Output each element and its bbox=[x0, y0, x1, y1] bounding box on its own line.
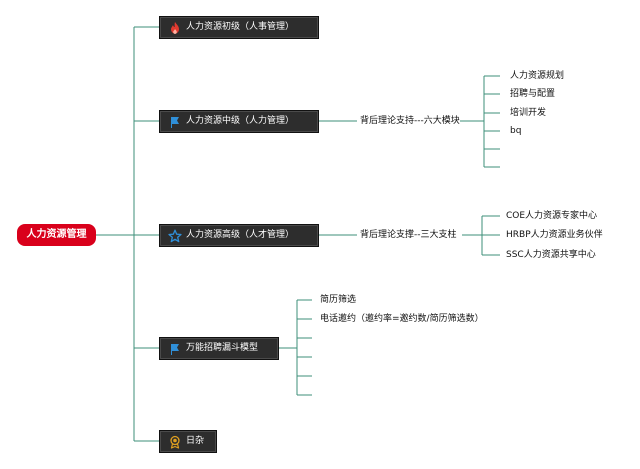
pillar-item[interactable]: HRBP人力资源业务伙伴 bbox=[506, 230, 603, 240]
flag-icon bbox=[171, 344, 179, 355]
branch-label: 人力资源高级（人才管理） bbox=[186, 230, 295, 240]
theory-support-label[interactable]: 背后理论支持---六大模块 bbox=[360, 116, 460, 126]
module-item[interactable]: 培训开发 bbox=[510, 108, 547, 118]
root-node[interactable]: 人力资源管理 bbox=[17, 224, 96, 246]
branch-label: 日杂 bbox=[186, 436, 205, 446]
flag-icon bbox=[171, 117, 179, 128]
branch-node-hr-senior[interactable]: 人力资源高级（人才管理） bbox=[159, 224, 319, 247]
branch-node-hr-intermediate[interactable]: 人力资源中级（人力管理） bbox=[159, 110, 319, 133]
module-item[interactable]: 招聘与配置 bbox=[510, 89, 556, 99]
module-item[interactable]: bq bbox=[510, 126, 522, 136]
pillar-item[interactable]: SSC人力资源共享中心 bbox=[506, 250, 596, 260]
branch-label: 万能招聘漏斗模型 bbox=[186, 343, 259, 353]
pillar-item[interactable]: COE人力资源专家中心 bbox=[506, 211, 598, 221]
badge-icon bbox=[170, 435, 180, 449]
branch-label: 人力资源中级（人力管理） bbox=[186, 116, 295, 126]
theory-support-label[interactable]: 背后理论支撑--三大支柱 bbox=[360, 230, 457, 240]
funnel-item[interactable]: 电话邀约（邀约率=邀约数/简历筛选数） bbox=[320, 314, 484, 324]
branch-node-misc[interactable]: 日杂 bbox=[159, 430, 217, 453]
funnel-item[interactable]: 简历筛选 bbox=[320, 295, 357, 305]
branch-node-hr-junior[interactable]: 人力资源初级（人事管理） bbox=[159, 16, 319, 39]
star-icon bbox=[168, 229, 182, 243]
fire-icon bbox=[171, 22, 179, 34]
branch-node-recruitment-funnel[interactable]: 万能招聘漏斗模型 bbox=[159, 337, 279, 360]
module-item[interactable]: 人力资源规划 bbox=[510, 71, 565, 81]
branch-label: 人力资源初级（人事管理） bbox=[186, 22, 295, 32]
